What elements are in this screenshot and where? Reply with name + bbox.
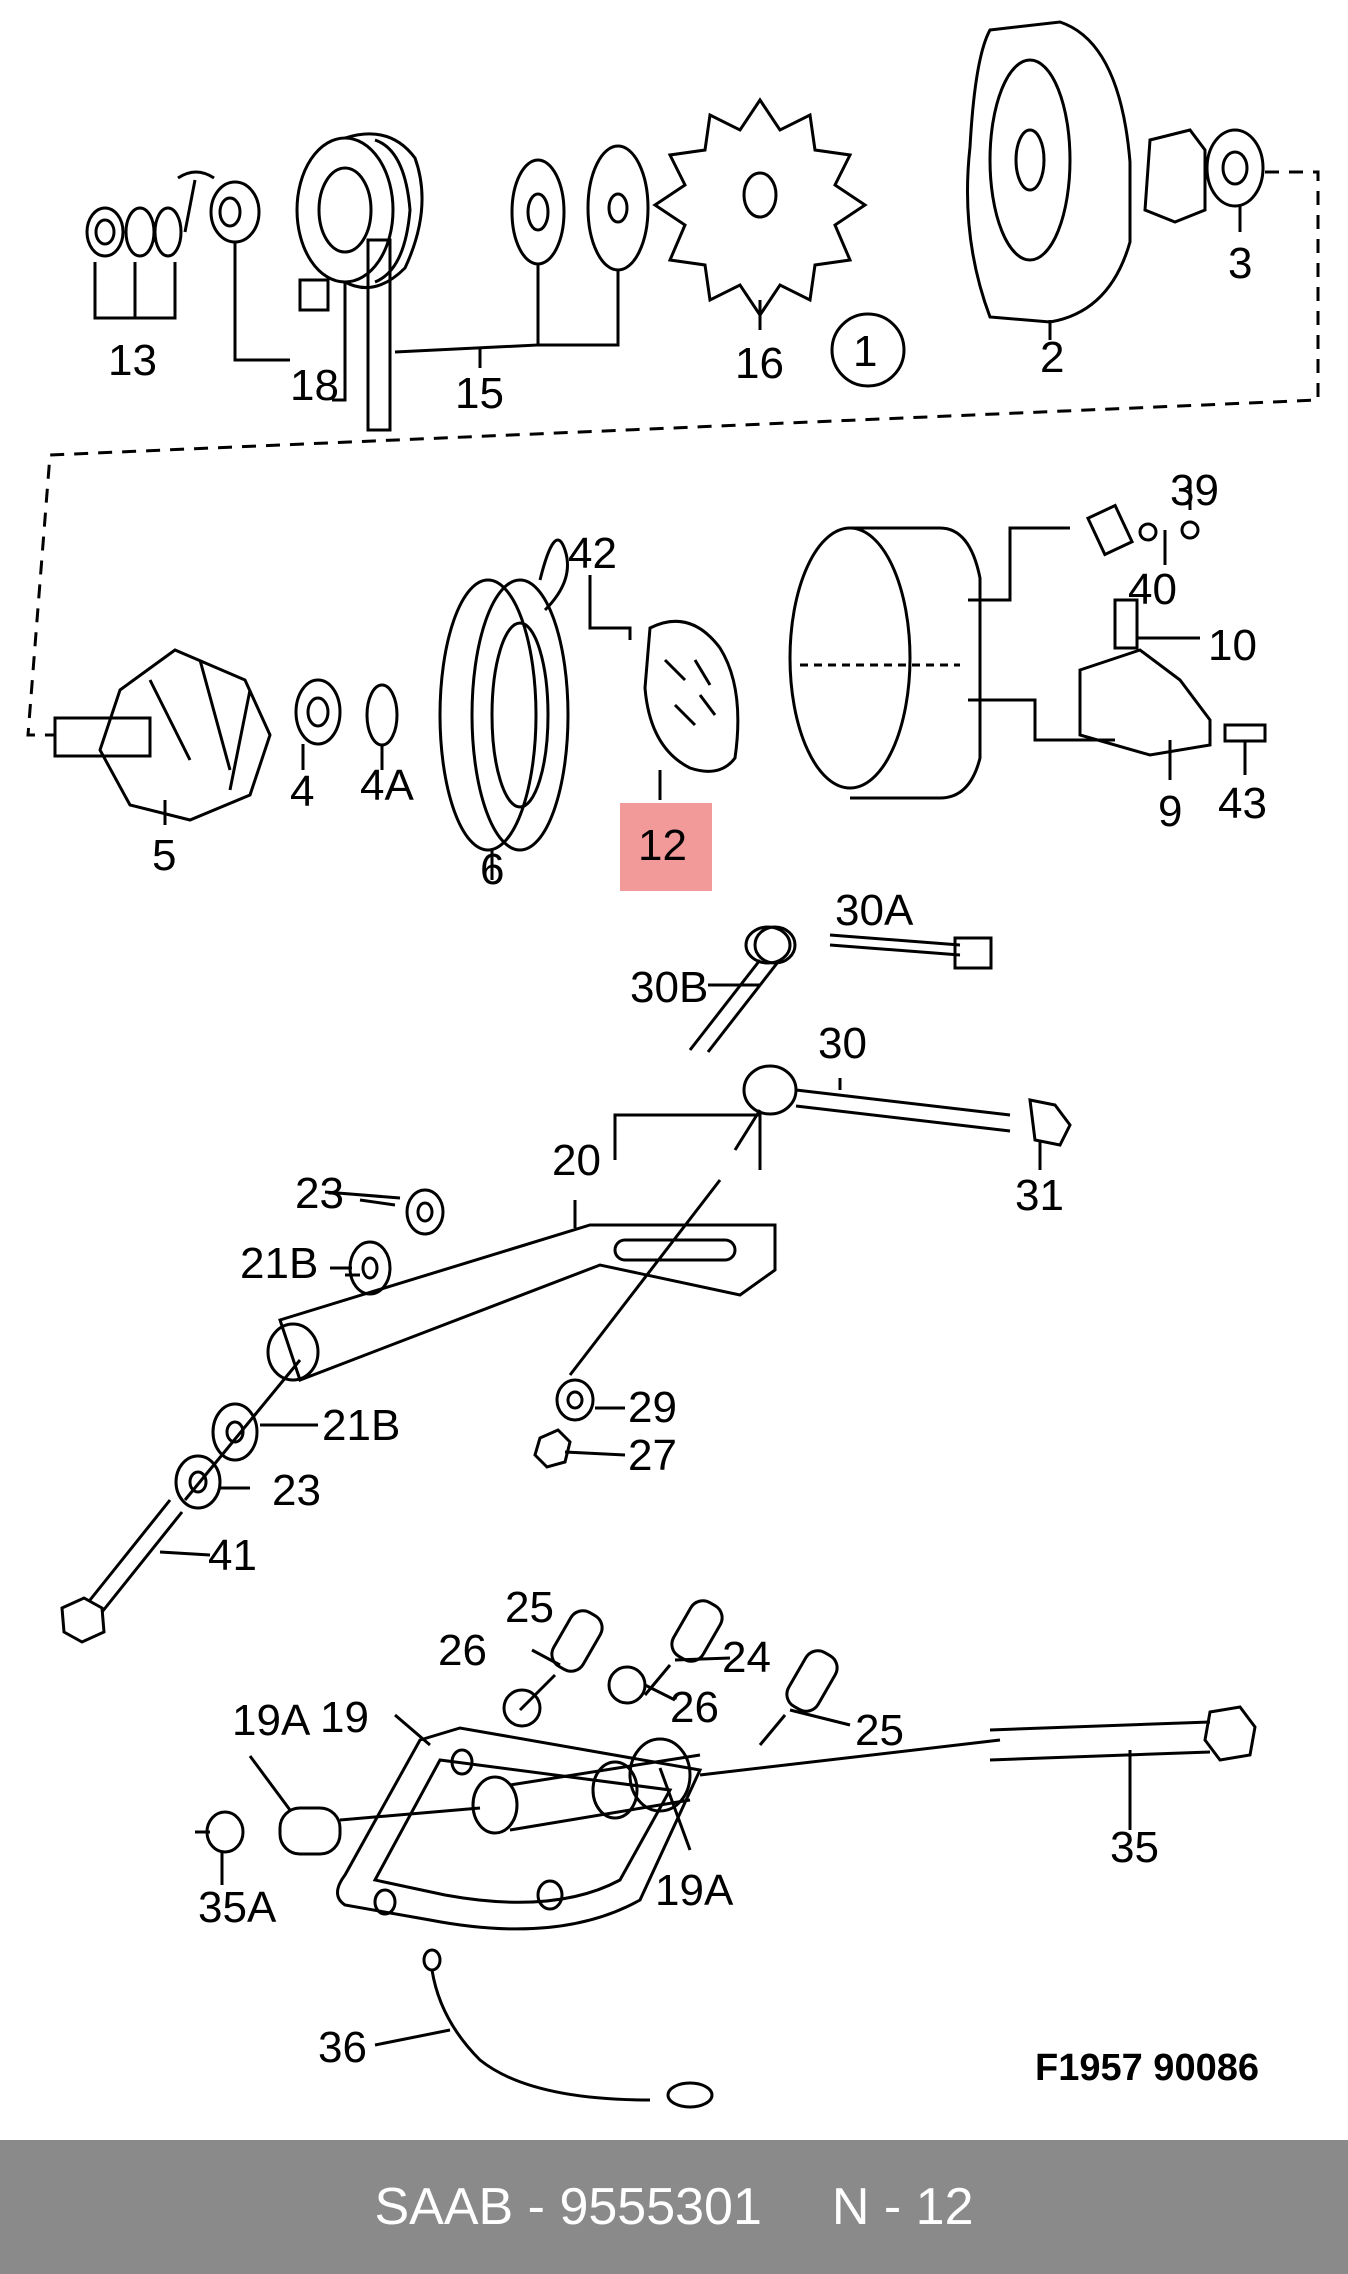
part-number-footer: SAAB - 9555301 N - 12 xyxy=(0,2140,1348,2274)
part-label-27: 27 xyxy=(628,1431,677,1480)
part-label-25-upper: 25 xyxy=(505,1583,554,1632)
part-label-40: 40 xyxy=(1128,565,1177,614)
part-label-41: 41 xyxy=(208,1531,257,1580)
part-label-29: 29 xyxy=(628,1383,677,1432)
spacer-19a-drawing xyxy=(195,1755,481,1885)
part-label-42: 42 xyxy=(568,529,617,578)
part-label-24: 24 xyxy=(722,1633,771,1682)
part-label-15: 15 xyxy=(455,369,504,418)
slip-ring-housing-drawing xyxy=(788,526,1115,800)
connector-42-drawing xyxy=(588,575,632,640)
leader-lines xyxy=(345,1198,692,1851)
part-label-19: 19 xyxy=(320,1693,369,1742)
part-label-2: 2 xyxy=(1040,333,1064,382)
callout-circle-shape xyxy=(830,312,906,388)
part-label-35a: 35A xyxy=(198,1883,277,1932)
part-label-19a-left: 19A xyxy=(232,1696,311,1745)
part-label-25-lower: 25 xyxy=(855,1706,904,1755)
fan-drawing xyxy=(652,97,868,330)
part-label-36: 36 xyxy=(318,2023,367,2072)
bracket-fasteners-drawing xyxy=(174,1179,722,1510)
end-housing-drawing xyxy=(966,20,1132,340)
bolt-30b-drawing xyxy=(688,925,792,1053)
part-label-6: 6 xyxy=(480,845,504,894)
part-label-23-upper: 23 xyxy=(295,1169,344,1218)
bolt-41-drawing xyxy=(60,1359,302,1644)
part-label-23-lower: 23 xyxy=(272,1466,321,1515)
part-label-13: 13 xyxy=(108,336,157,385)
position-text: N - 12 xyxy=(831,2178,974,2236)
callout-circle-number: 1 xyxy=(853,327,877,376)
part-label-21b-upper: 21B xyxy=(240,1239,318,1288)
part-label-30a: 30A xyxy=(835,886,914,935)
part-label-21b-lower: 21B xyxy=(322,1401,400,1450)
part-number-text: SAAB - 9555301 xyxy=(374,2178,762,2236)
rotor-drawing xyxy=(53,648,272,825)
part-label-12: 12 xyxy=(638,821,687,870)
mounting-plate-drawing xyxy=(336,1726,703,1931)
part-label-5: 5 xyxy=(152,831,176,880)
part-label-39: 39 xyxy=(1170,466,1219,515)
part-label-35: 35 xyxy=(1110,1823,1159,1872)
oring-drawing xyxy=(365,683,399,770)
bearing-drawing xyxy=(1143,128,1265,232)
bearing-4-drawing xyxy=(294,678,342,770)
pulley-drawing xyxy=(295,132,424,432)
part-label-26-upper: 26 xyxy=(438,1626,487,1675)
part-label-18: 18 xyxy=(290,361,339,410)
part-label-43: 43 xyxy=(1218,779,1267,828)
figure-reference-code: F1957 90086 xyxy=(1035,2047,1259,2089)
nut-washer-set-drawing xyxy=(85,170,215,320)
bolt-30-drawing xyxy=(733,1064,1072,1170)
bolt-30a-drawing xyxy=(753,925,993,970)
bracket-drawing xyxy=(266,1113,777,1382)
part-label-31: 31 xyxy=(1015,1171,1064,1220)
stator-drawing xyxy=(438,538,570,880)
part-label-30b: 30B xyxy=(630,963,708,1012)
exploded-parts-diagram: 13 18 15 16 1 2 3 42 39 40 10 9 43 5 4 4… xyxy=(26,20,1320,2109)
assembly-line-dashed xyxy=(26,170,1320,737)
pulley-nut-drawing xyxy=(209,180,290,362)
part-label-9: 9 xyxy=(1158,787,1182,836)
part-label-26-lower: 26 xyxy=(670,1683,719,1732)
part-label-3: 3 xyxy=(1228,239,1252,288)
part-label-4a: 4A xyxy=(360,761,414,810)
part-label-19a-right: 19A xyxy=(655,1866,734,1915)
part-label-16: 16 xyxy=(735,339,784,388)
part-label-30: 30 xyxy=(818,1019,867,1068)
spacer-set-drawing xyxy=(394,144,650,368)
ground-strap-drawing xyxy=(374,1948,714,2109)
part-label-10: 10 xyxy=(1208,621,1257,670)
part-label-20: 20 xyxy=(552,1136,601,1185)
regulator-drawing xyxy=(1078,480,1267,780)
part-label-4: 4 xyxy=(290,767,314,816)
bolts-lower-drawing xyxy=(502,1599,851,1746)
rectifier-drawing xyxy=(643,619,740,800)
highlighted-part-box xyxy=(620,803,712,891)
through-bolt-drawing xyxy=(699,1705,1257,1830)
